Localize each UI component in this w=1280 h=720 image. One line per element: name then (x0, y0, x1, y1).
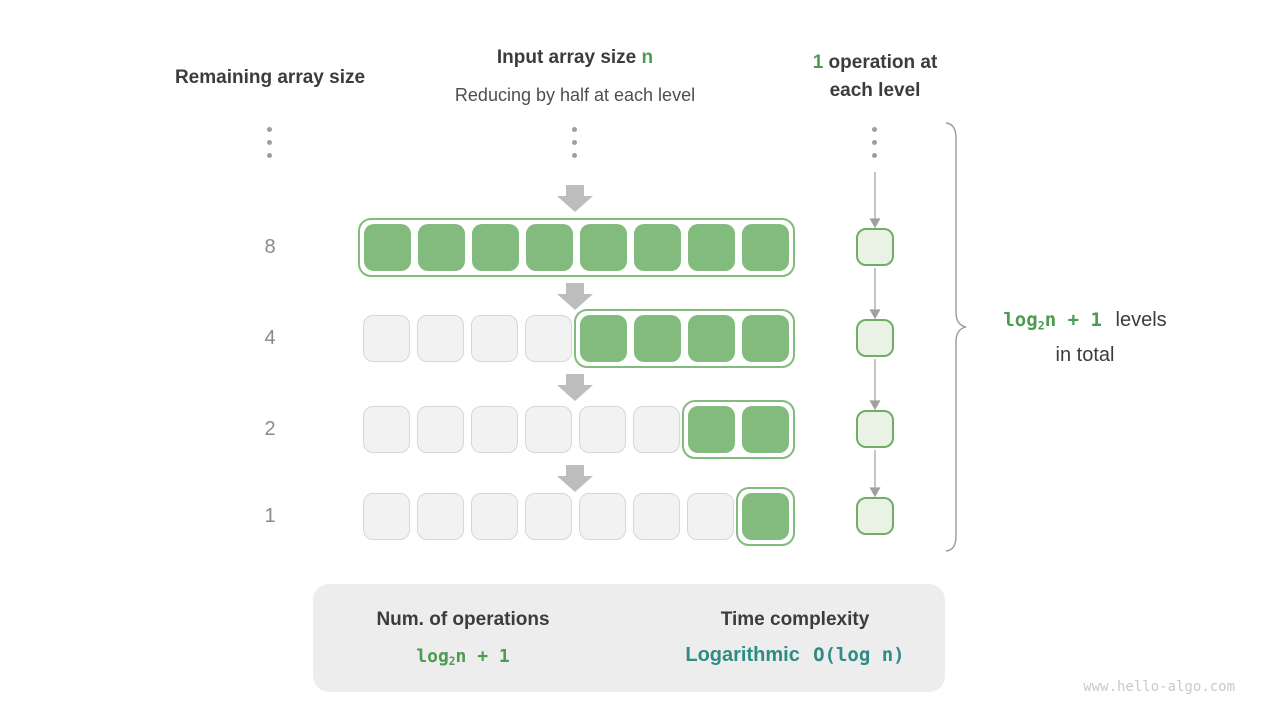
brace-annotation: log2n + 1 levels in total (980, 305, 1190, 370)
array-cell-excluded (363, 493, 410, 540)
mid-column-subtitle: Reducing by half at each level (454, 85, 696, 105)
operation-cell (856, 410, 894, 448)
operation-cell (856, 319, 894, 357)
right-header-one: 1 (812, 52, 824, 73)
array-cell-excluded (525, 406, 572, 453)
array-cell-remaining (742, 493, 789, 540)
array-row (363, 487, 795, 546)
remaining-subarray-group (682, 400, 795, 459)
mid-title-text: Input array size (496, 47, 642, 68)
remaining-size-label: 4 (264, 327, 276, 349)
remaining-size-label: 8 (264, 236, 276, 258)
array-cell-remaining (364, 224, 411, 271)
array-row (363, 400, 795, 459)
array-cell-excluded (525, 493, 572, 540)
mid-column-title: Input array size n (425, 44, 725, 72)
array-cell-remaining (526, 224, 573, 271)
right-column-header: 1 operation at each level (775, 49, 975, 105)
array-cell-excluded (579, 406, 626, 453)
array-cell-excluded (633, 493, 680, 540)
array-cell-excluded (417, 406, 464, 453)
array-cell-excluded (363, 315, 410, 362)
array-row (363, 309, 795, 368)
array-cell-remaining (418, 224, 465, 271)
ellipsis-dots-mid (572, 127, 577, 158)
curly-brace (945, 122, 967, 552)
array-cell-remaining (634, 224, 681, 271)
operations-count-formula: log2n + 1 (416, 646, 510, 669)
array-cell-excluded (687, 493, 734, 540)
array-cell-remaining (688, 224, 735, 271)
operation-cell (856, 497, 894, 535)
time-complexity-title: Time complexity (720, 609, 870, 630)
array-row (358, 218, 795, 277)
array-cell-excluded (417, 493, 464, 540)
array-cell-excluded (417, 315, 464, 362)
mid-title-n: n (641, 47, 654, 68)
big-o-notation: O(log n) (813, 644, 905, 666)
array-cell-excluded (525, 315, 572, 362)
array-cell-excluded (633, 406, 680, 453)
array-cell-excluded (471, 315, 518, 362)
left-column-header: Remaining array size (120, 64, 420, 92)
summary-box: Num. of operations log2n + 1 Time comple… (313, 584, 945, 692)
mid-column-header: Input array size n Reducing by half at e… (425, 44, 725, 109)
array-cell-excluded (363, 406, 410, 453)
array-cell-remaining (742, 406, 789, 453)
remaining-subarray-group (574, 309, 795, 368)
ellipsis-dots-left (267, 127, 272, 158)
right-header-line1: operation at (823, 52, 938, 73)
array-cell-remaining (580, 315, 627, 362)
operation-flow-arrows (869, 172, 881, 498)
array-cell-excluded (471, 493, 518, 540)
left-column-header-label: Remaining array size (174, 67, 366, 88)
array-cell-remaining (742, 315, 789, 362)
right-header-line2: each level (829, 80, 921, 101)
array-cell-remaining (580, 224, 627, 271)
watermark: www.hello-algo.com (1083, 679, 1235, 695)
operation-cell (856, 228, 894, 266)
remaining-subarray-group (736, 487, 795, 546)
in-total-word: in total (1055, 344, 1115, 367)
time-complexity-value: Logarithmic O(log n) (655, 640, 935, 671)
array-cell-remaining (688, 406, 735, 453)
array-cell-excluded (579, 493, 626, 540)
logarithmic-word: Logarithmic (685, 644, 800, 666)
remaining-size-label: 2 (264, 418, 276, 440)
ellipsis-dots-right (872, 127, 877, 158)
levels-word: levels (1115, 309, 1167, 331)
remaining-size-label: 1 (264, 505, 276, 527)
down-arrow-icon (557, 185, 593, 492)
array-cell-remaining (742, 224, 789, 271)
array-cell-excluded (471, 406, 518, 453)
remaining-subarray-group (358, 218, 795, 277)
array-cell-remaining (688, 315, 735, 362)
levels-formula: log2n + 1 (1003, 309, 1102, 333)
array-cell-remaining (634, 315, 681, 362)
array-cell-remaining (472, 224, 519, 271)
operations-count-title: Num. of operations (376, 609, 550, 630)
